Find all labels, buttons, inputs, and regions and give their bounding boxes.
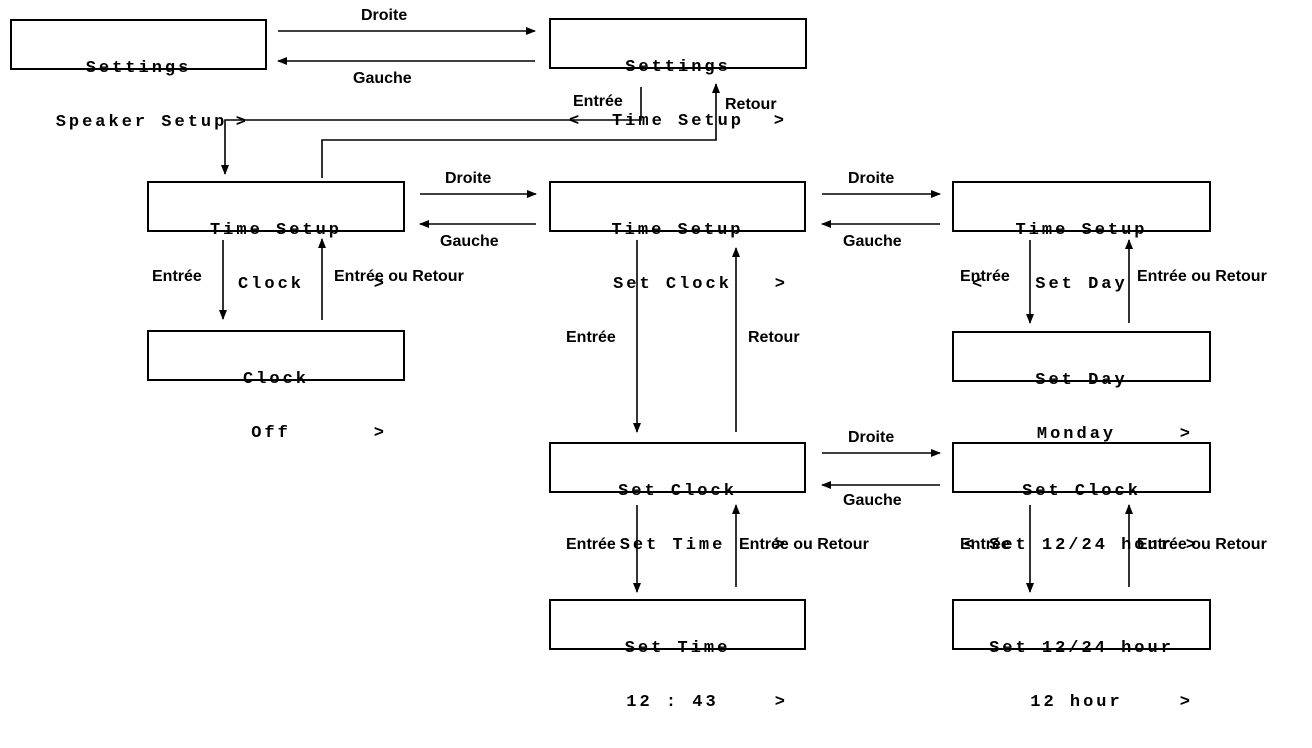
screen-value: Set Time (619, 536, 726, 555)
arrow-retour-1 (321, 83, 720, 178)
label-gauche-3: Gauche (843, 233, 902, 250)
right-arrow-indicator: > (235, 113, 249, 132)
arrow-entree-1 (221, 87, 642, 175)
screen-title: Time Setup (1015, 221, 1148, 240)
label-retour-1: Retour (725, 96, 777, 113)
label-entree-ou-retour-hour-format: Entrée ou Retour (1137, 536, 1267, 553)
label-droite-4: Droite (848, 429, 895, 446)
screen-value: Time Setup (611, 112, 745, 131)
label-entree-1: Entrée (573, 93, 623, 110)
screen-set-time-menu: Set Clock Set Time > (549, 442, 806, 555)
screen-value: Set 12/24 hour (989, 536, 1174, 555)
screen-value: Off (251, 424, 291, 443)
right-arrow-indicator: > (774, 693, 788, 712)
label-entree-set-time: Entrée (566, 536, 616, 553)
label-gauche-1: Gauche (353, 70, 412, 87)
menu-navigation-diagram: Settings Speaker Setup> Settings <Time S… (10, 7, 1267, 712)
left-arrow-indicator: < (972, 275, 986, 294)
screen-value: Set Day (1035, 275, 1128, 294)
screen-title: Clock (242, 370, 309, 389)
screen-title: Set Clock (618, 482, 737, 501)
screen-value: 12 hour (1030, 693, 1123, 712)
left-arrow-indicator: < (569, 112, 583, 131)
screen-value: Speaker Setup (55, 113, 228, 132)
screen-title: Settings (625, 58, 731, 77)
left-arrow-indicator: < (964, 536, 978, 555)
right-arrow-indicator: > (1179, 425, 1193, 444)
screen-title: Settings (85, 59, 192, 78)
screen-title: Set Day (1035, 371, 1128, 390)
screen-clock-value: Clock Off > (147, 330, 405, 443)
label-entree-clock: Entrée (152, 268, 202, 285)
right-arrow-indicator: > (1185, 536, 1199, 555)
label-entree-ou-retour-set-day: Entrée ou Retour (1137, 268, 1267, 285)
right-arrow-indicator: > (774, 275, 788, 294)
screen-title: Set 12/24 hour (989, 639, 1174, 658)
screen-set-day-menu: Time Setup < Set Day (952, 181, 1211, 294)
screen-title: Set Time (624, 639, 731, 658)
screen-set-clock-menu: Time Setup Set Clock > (549, 181, 806, 294)
screen-value: Monday (1036, 425, 1117, 444)
label-entree-set-day: Entrée (960, 268, 1010, 285)
label-entree-hour-format: Entrée (960, 536, 1010, 553)
label-droite-2: Droite (445, 170, 492, 187)
screen-value: Clock (237, 275, 304, 294)
right-arrow-indicator: > (1179, 693, 1193, 712)
screen-set-day-value: Set Day Monday > (952, 331, 1211, 444)
label-retour-set-clock: Retour (748, 329, 800, 346)
screen-speaker-setup: Settings Speaker Setup > (10, 19, 267, 132)
screen-value: 12 : 43 (626, 693, 719, 712)
label-droite-1: Droite (361, 7, 408, 24)
connector-arrows (219, 27, 1133, 593)
screen-clock-menu: Time Setup Clock > (147, 181, 405, 294)
label-gauche-2: Gauche (440, 233, 499, 250)
right-arrow-indicator: > (774, 536, 788, 555)
screen-set-time-value: Set Time 12 : 43 > (549, 599, 806, 712)
screen-hour-format-menu: Set Clock < Set 12/24 hour > (952, 442, 1211, 555)
screen-hour-format-value: Set 12/24 hour 12 hour > (952, 599, 1211, 712)
label-gauche-4: Gauche (843, 492, 902, 509)
label-entree-ou-retour-set-time: Entrée ou Retour (739, 536, 869, 553)
right-arrow-indicator: > (373, 424, 387, 443)
right-arrow-indicator: > (373, 275, 387, 294)
label-entree-set-clock: Entrée (566, 329, 616, 346)
screen-title: Set Clock (1022, 482, 1141, 501)
screen-value: Set Clock (613, 275, 732, 294)
screen-title: Time Setup (611, 221, 744, 240)
label-entree-ou-retour-clock: Entrée ou Retour (334, 268, 464, 285)
screen-time-setup: Settings < Time Setup > (549, 18, 807, 131)
right-arrow-indicator: > (773, 112, 787, 131)
screen-title: Time Setup (209, 221, 343, 240)
label-droite-3: Droite (848, 170, 895, 187)
